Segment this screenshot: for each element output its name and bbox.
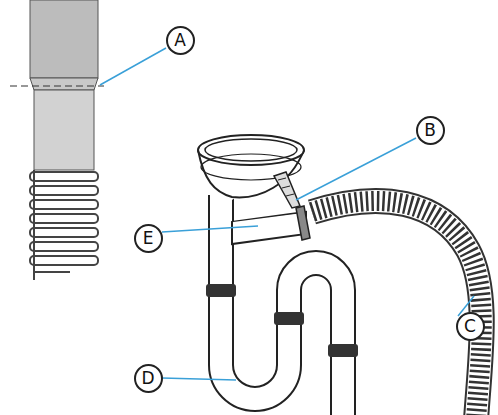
leader-lines (100, 48, 474, 380)
callout-letter: E (143, 230, 154, 247)
callout-circle: E (134, 224, 163, 253)
callout-circle: B (416, 116, 445, 145)
callout-letter: A (174, 32, 186, 49)
trap (198, 135, 358, 415)
callout-circle: A (166, 26, 195, 55)
callout-circle: C (456, 312, 485, 341)
callout-letter: C (464, 318, 476, 335)
hose-end-fitting (10, 0, 104, 280)
callout-letter: B (424, 122, 436, 139)
callout-circle: D (134, 364, 163, 393)
callout-letter: D (141, 370, 154, 387)
